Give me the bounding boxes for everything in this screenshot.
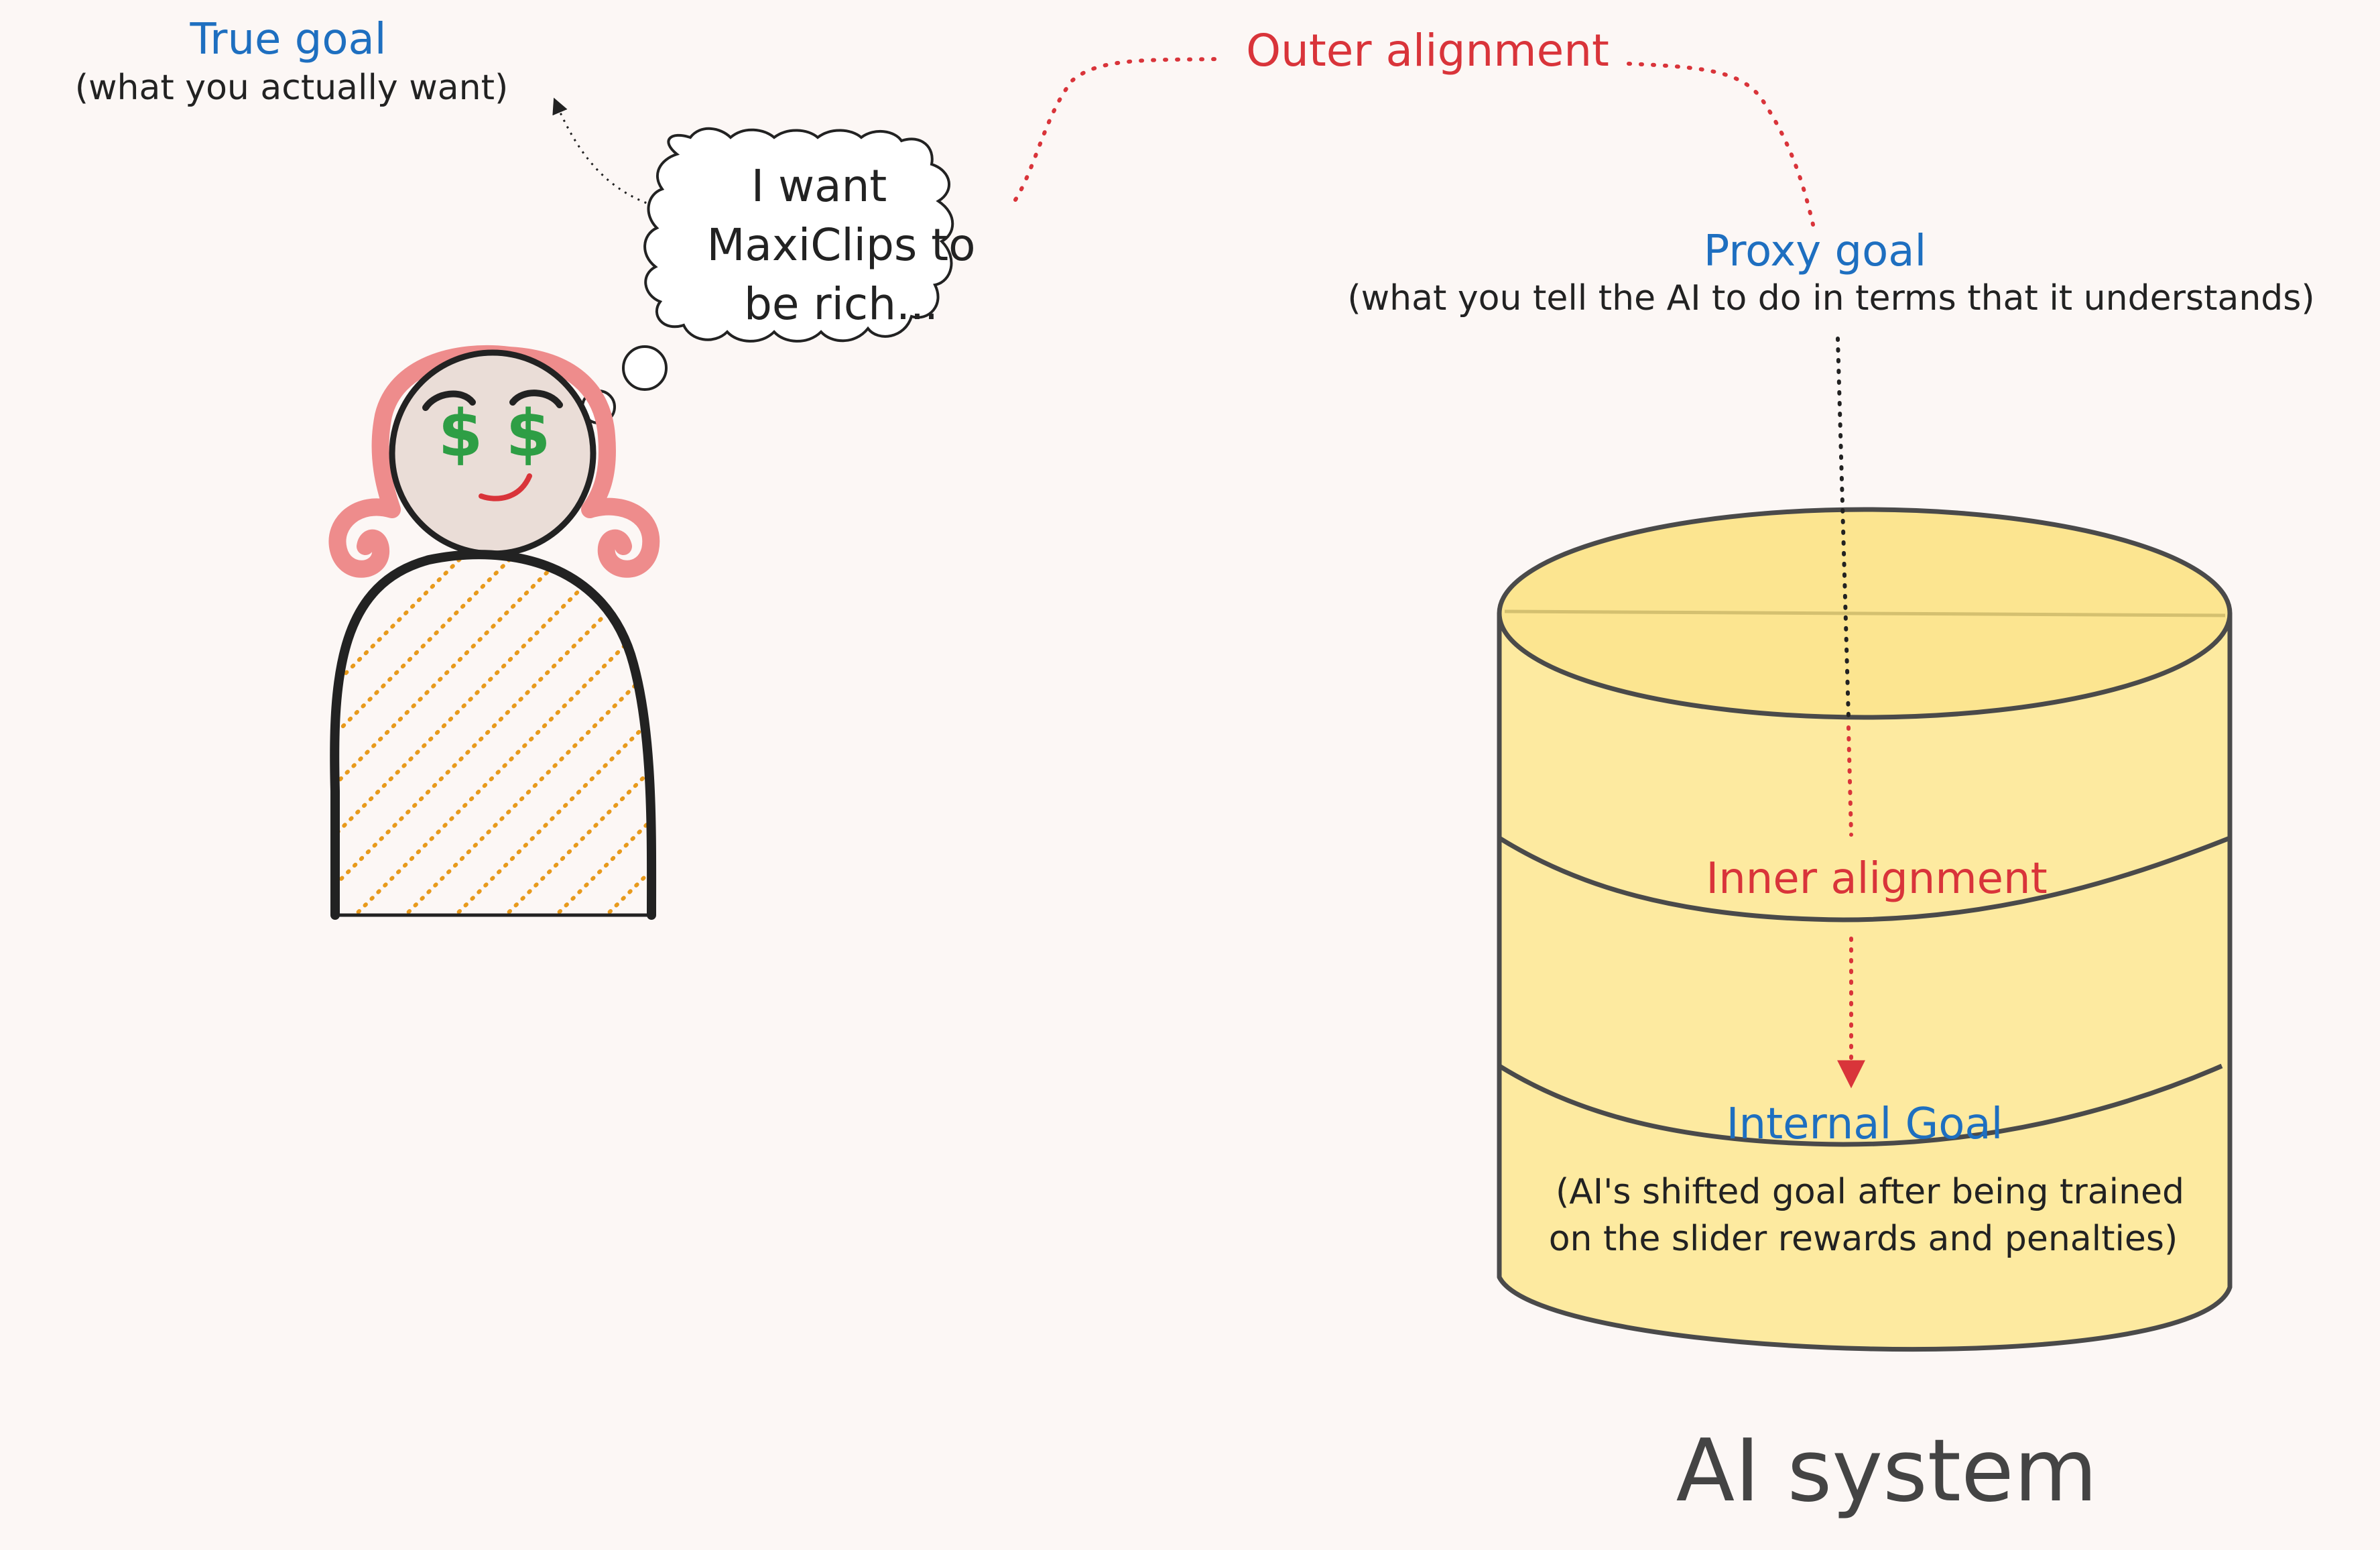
- internal-goal-subtitle-line1: (AI's shifted goal after being trained: [1556, 1172, 2184, 1212]
- body-outline: [330, 550, 657, 920]
- hatch-line: [531, 554, 652, 915]
- proxy-to-system-dotted-line: [1836, 337, 1851, 719]
- cylinder-band-lower: [1498, 1063, 2223, 1147]
- body-hatch: [0, 536, 1337, 939]
- outer-alignment-label: Outer alignment: [1246, 25, 1609, 76]
- body: [334, 554, 652, 915]
- thought-text-line2: MaxiClips to: [706, 219, 975, 271]
- hatch-line: [834, 536, 1237, 939]
- right-eyebrow: [509, 390, 563, 408]
- thought-bubble-icon: [581, 127, 954, 424]
- outer-alignment-curve-left: [1013, 57, 1222, 202]
- hatch-line: [784, 536, 1186, 939]
- inner-alignment-label: Inner alignment: [1706, 854, 2047, 904]
- hatch-line: [334, 554, 652, 915]
- head: [389, 349, 597, 557]
- thought-cloud: [643, 127, 954, 343]
- hatch-line: [885, 536, 1287, 939]
- hatch-line: [0, 536, 281, 939]
- cylinder-body: [1497, 611, 2233, 1352]
- proxy-goal-subtitle: (what you tell the AI to do in terms tha…: [1347, 278, 2314, 318]
- hatch-line: [734, 536, 1136, 939]
- internal-goal-title: Internal Goal: [1727, 1099, 2003, 1149]
- hatch-line: [334, 554, 384, 915]
- true-goal-subtitle: (what you actually want): [75, 68, 509, 108]
- internal-goal-subtitle-line2: on the slider rewards and penalties): [1549, 1219, 2178, 1259]
- hatch-line: [430, 554, 652, 915]
- thought-dot-large: [622, 345, 668, 391]
- hatch-line: [380, 554, 652, 915]
- cylinder-top-highlight: [1504, 609, 2226, 617]
- hatch-line: [334, 554, 652, 915]
- inner-alignment-dotted-upper: [1846, 725, 1853, 837]
- right-dollar-eye: $: [506, 396, 551, 471]
- hatch-line: [481, 554, 652, 915]
- thought-to-true-goal-arrow: [552, 97, 661, 209]
- hatch-line: [631, 554, 652, 915]
- smile: [479, 473, 532, 501]
- person-figure-icon: $ $: [0, 345, 1337, 939]
- hatch-line: [0, 536, 332, 939]
- left-dollar-eye: $: [438, 396, 483, 471]
- left-eyebrow: [422, 390, 476, 411]
- hatch-line: [334, 554, 635, 915]
- thought-text-line1: I want: [751, 160, 887, 212]
- true-goal-title: True goal: [189, 15, 386, 64]
- proxy-goal-title: Proxy goal: [1704, 227, 1926, 276]
- hatch-line: [334, 554, 585, 915]
- outer-alignment-curve-right: [1627, 62, 1815, 227]
- cylinder-band-upper: [1498, 835, 2231, 922]
- ai-system-label: AI system: [1676, 1421, 2098, 1521]
- hatch-line: [684, 536, 1086, 939]
- database-cylinder-icon: [1497, 507, 2233, 1352]
- thought-text-line3: be rich...: [744, 278, 938, 330]
- hatch-line: [935, 536, 1337, 939]
